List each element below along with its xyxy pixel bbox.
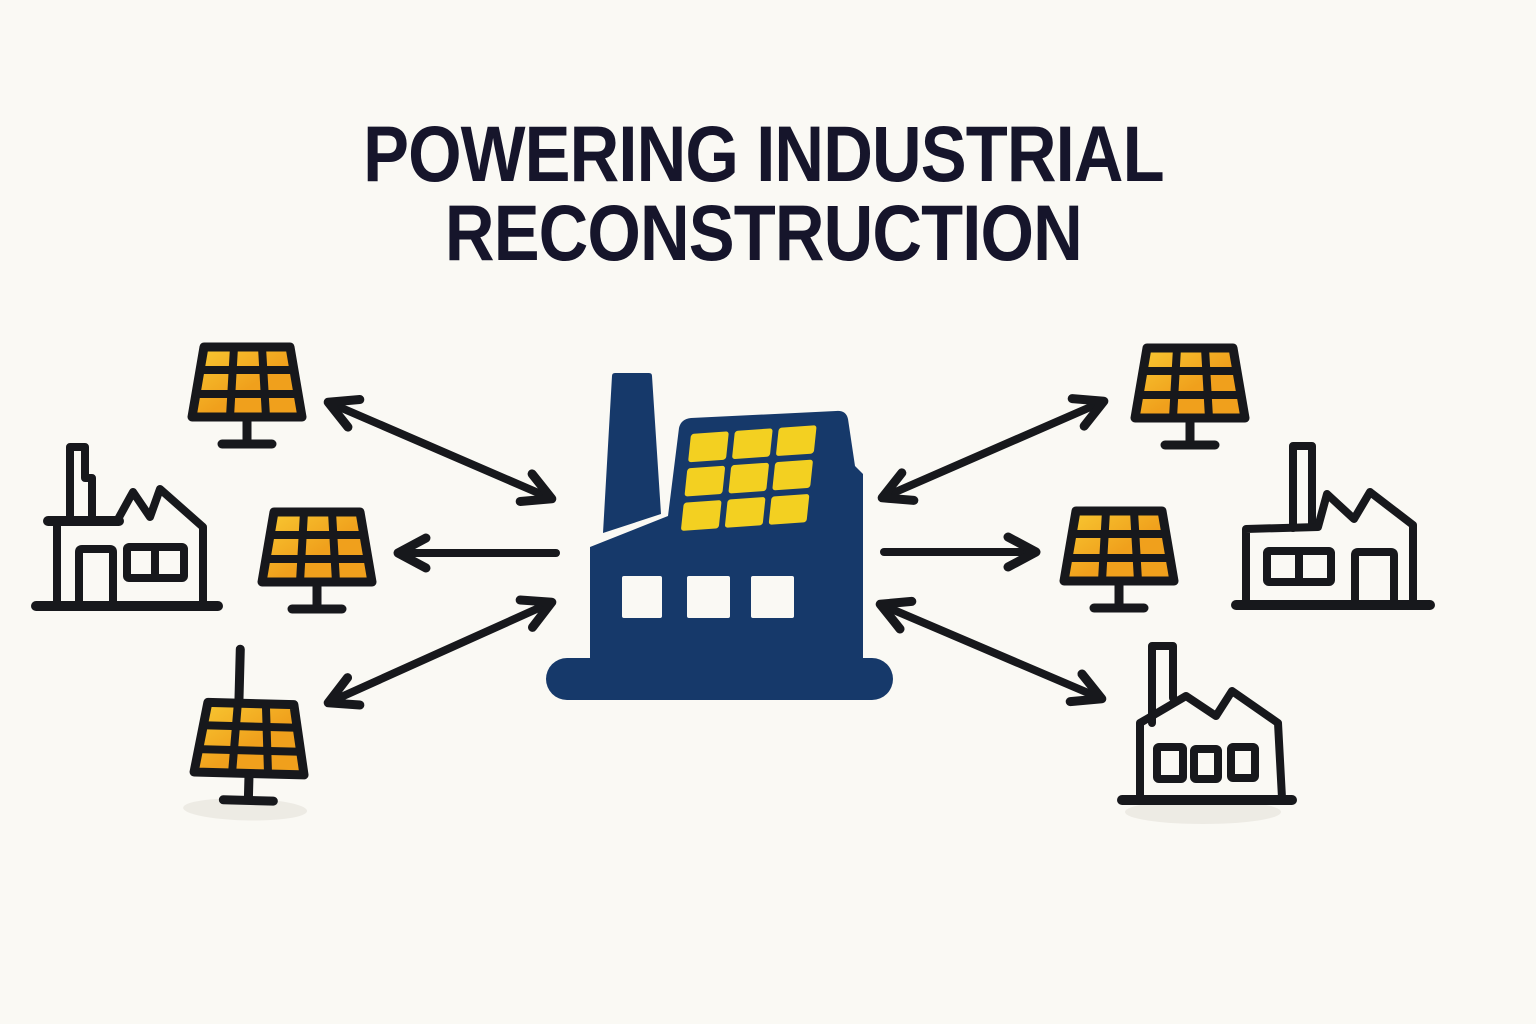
- factory-chimney-outline: [1289, 442, 1316, 532]
- arrow-top-left: [323, 395, 557, 506]
- factory-chimney: [603, 373, 661, 533]
- factory-shadow: [1125, 800, 1281, 824]
- solar-panel-top-left-icon: [192, 347, 302, 444]
- page-title: POWERING INDUSTRIAL RECONSTRUCTION: [363, 114, 1164, 272]
- arrow-top-right: [877, 394, 1109, 505]
- factory-window-outline: [1153, 743, 1187, 783]
- factory-outline-left-icon: [31, 443, 223, 611]
- factory-window: [687, 576, 730, 618]
- factory-base: [546, 658, 893, 700]
- solar-panel-top-right-icon: [1135, 348, 1245, 445]
- title-line-1: POWERING INDUSTRIAL: [363, 109, 1164, 198]
- factory-outline-bottom-right-icon: [1117, 642, 1297, 824]
- solar-panel-mid-left-icon: [262, 512, 372, 609]
- factory-window: [751, 576, 794, 618]
- arrows: [323, 394, 1109, 710]
- solar-panel-mid-right-icon: [1064, 511, 1174, 608]
- factory-outline-right-icon: [1231, 442, 1435, 610]
- factory-body-outline: [1136, 687, 1286, 802]
- factory-door-outline: [1351, 548, 1398, 607]
- factory-chimney-outline: [66, 443, 96, 523]
- arrow-bottom-left: [323, 595, 557, 710]
- central-solar-factory-icon: [546, 373, 893, 700]
- panel-mast: [234, 644, 245, 706]
- factory-chimney-outline: [1148, 642, 1177, 727]
- factory-body-outline: [53, 485, 207, 609]
- factory-roof-solar-cells: [681, 425, 817, 531]
- factory-body-outline: [1242, 488, 1417, 608]
- factory-window-outline: [1227, 743, 1259, 782]
- arrow-bottom-right: [875, 596, 1107, 707]
- factory-door-outline: [75, 545, 117, 608]
- title-line-2: RECONSTRUCTION: [444, 188, 1083, 277]
- factory-window: [622, 576, 662, 618]
- solar-panel-bottom-left-icon: [183, 644, 311, 821]
- factory-window-outline: [1190, 745, 1222, 783]
